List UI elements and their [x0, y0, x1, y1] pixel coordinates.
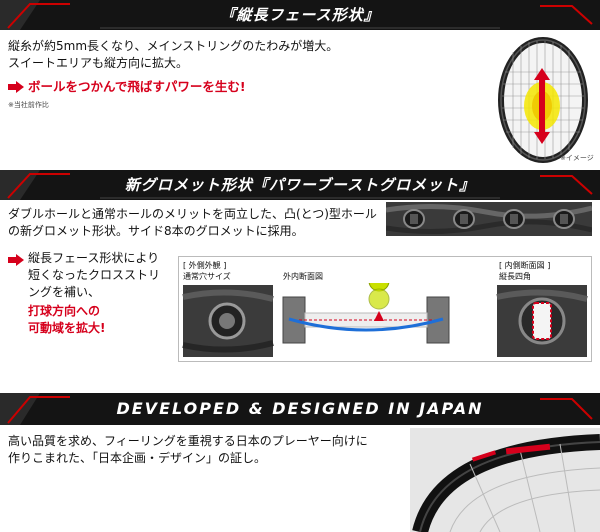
face-line1: 縦糸が約5mm長くなり、メインストリングのたわみが増大。	[8, 39, 339, 53]
section-japan-header: DEVELOPED & DESIGNED IN JAPAN	[0, 393, 600, 425]
band-decoration	[0, 170, 593, 200]
label-rect: 縦長四角	[499, 272, 531, 281]
section-japan-title: DEVELOPED & DESIGNED IN JAPAN	[116, 399, 484, 418]
face-highlight: ボールをつかんで飛ばすパワーを生む!	[28, 79, 246, 94]
grommet-diagram-panel: [ 外側外観 ] 通常穴サイズ 外内断面図 [ 内側断面図 ] 縦長四角	[178, 256, 592, 362]
face-line2: スイートエリアも縦方向に拡大。	[8, 56, 189, 70]
grommet-line2: の新グロメット形状。サイド8本のグロメットに採用。	[8, 224, 304, 238]
grommet-strip-image	[386, 202, 592, 236]
band-decoration	[0, 0, 593, 30]
grommet-line1: ダブルホールと通常ホールのメリットを両立した、凸(とつ)型ホール	[8, 207, 377, 221]
grommet-side-red2: 可動域を拡大!	[28, 321, 106, 335]
grommet-side-line3: ングを補い、	[28, 285, 101, 299]
red-arrow-icon	[8, 254, 24, 266]
section-grommet-title: 新グロメット形状『パワーブーストグロメット』	[124, 176, 476, 194]
grommet-side-red1: 打球方向への	[28, 304, 101, 318]
racket-face-image	[498, 37, 588, 163]
japan-line2: 作りこまれた、「日本企画・デザイン」の証し。	[8, 451, 267, 465]
section-grommet-header: 新グロメット形状『パワーブーストグロメット』	[0, 170, 600, 200]
japan-line1: 高い品質を求め、フィーリングを重視する日本のプレーヤー向けに	[8, 434, 368, 448]
face-note: ※当社前作比	[8, 101, 49, 109]
grommet-side-line1: 縦長フェース形状により	[28, 251, 160, 265]
section-face-title: 『縦長フェース形状』	[220, 6, 380, 24]
red-arrow-icon	[8, 81, 24, 93]
label-cross-section: 外内断面図	[283, 272, 323, 281]
label-normal-size: 通常穴サイズ	[183, 272, 231, 281]
racket-frame-image	[410, 428, 600, 532]
grommet-side-line2: 短くなったクロスストリ	[28, 268, 161, 282]
label-outer: [ 外側外観 ]	[183, 261, 227, 270]
band-decoration	[0, 393, 593, 425]
face-image-note: ※イメージ	[560, 154, 594, 162]
grommet-diagram-image	[182, 283, 588, 357]
section-face-header: 『縦長フェース形状』	[0, 0, 600, 30]
label-inner: [ 内側断面図 ]	[499, 261, 551, 270]
